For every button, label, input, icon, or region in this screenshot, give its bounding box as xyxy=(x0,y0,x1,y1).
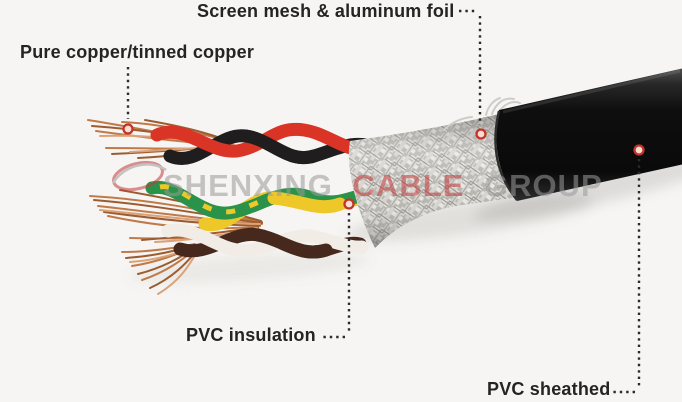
wire-pair-red-black xyxy=(150,122,382,165)
wire-brown-over xyxy=(251,228,333,259)
cable-shadow xyxy=(130,155,682,283)
marker-pure-copper xyxy=(122,123,134,135)
callout-line-screen-mesh xyxy=(459,9,482,125)
label-pvc-insulation: PVC insulation xyxy=(186,325,316,345)
marker-pvc-insulation xyxy=(343,198,355,210)
callout-lines xyxy=(126,9,641,394)
watermark-word-2: CABLE xyxy=(353,168,465,203)
wire-yellow-over xyxy=(267,191,347,214)
callout-markers xyxy=(122,123,645,210)
mesh-frayed-strands xyxy=(443,97,521,131)
label-pure-copper: Pure copper/tinned copper xyxy=(20,42,255,62)
marker-screen-mesh xyxy=(475,128,487,140)
braided-shield-mesh xyxy=(348,97,521,248)
label-pvc-sheathed: PVC sheathed xyxy=(487,379,611,399)
watermark: SHENXING CABLE GROUP xyxy=(111,160,603,203)
callout-line-pvc-insulation xyxy=(322,213,351,339)
wire-pair-white-brown xyxy=(161,223,369,259)
label-screen-mesh: Screen mesh & aluminum foil xyxy=(197,1,455,21)
watermark-word-3: GROUP xyxy=(484,168,603,203)
wire-green-yellow-stripe xyxy=(159,184,273,215)
outer-sheath xyxy=(494,68,682,201)
marker-pvc-sheathed xyxy=(633,144,645,156)
wire-black-over xyxy=(239,129,321,164)
watermark-text: SHENXING CABLE GROUP xyxy=(163,168,603,203)
watermark-logo-icon xyxy=(111,160,167,192)
watermark-word-1: SHENXING xyxy=(163,168,333,203)
